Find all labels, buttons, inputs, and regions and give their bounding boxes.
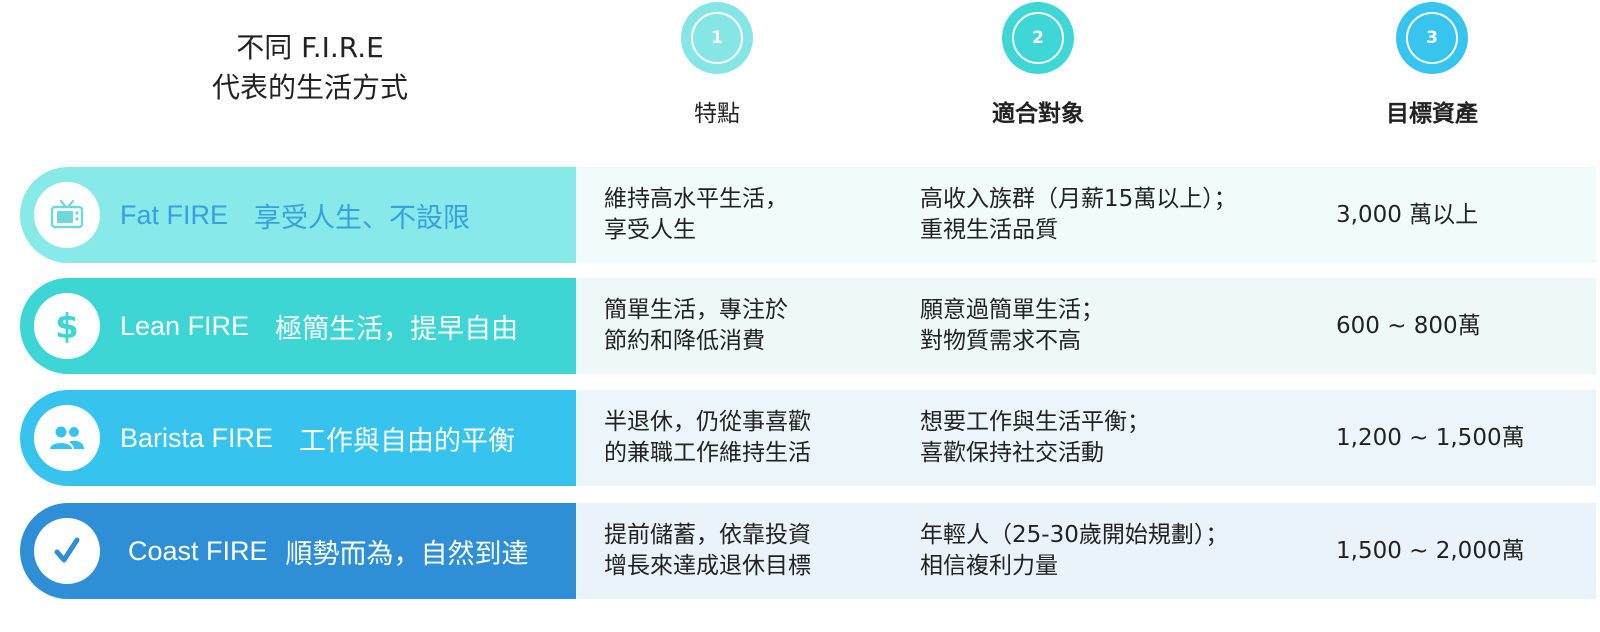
features-cell: 提前儲蓄，依靠投資 增長來達成退休目標 [604,503,904,599]
tv-icon [50,199,84,229]
features-line: 享受人生 [604,217,696,243]
fire-type-tagline: 享受人生、不設限 [254,202,471,233]
column-label-audience: 適合對象 [992,101,1084,127]
fire-detail-cells: 簡單生活，專注於 節約和降低消費 願意過簡單生活； 對物質需求不高 600 ~ … [576,278,1596,374]
step-circle-2: 2 [1002,2,1074,74]
features-line: 的兼職工作維持生活 [604,440,811,466]
fire-detail-cells: 半退休，仍從事喜歡 的兼職工作維持生活 想要工作與生活平衡； 喜歡保持社交活動 … [576,390,1596,486]
audience-line: 喜歡保持社交活動 [920,440,1104,466]
target-assets-cell: 1,500 ~ 2,000萬 [1336,503,1576,599]
target-assets-value: 1,200 ~ 1,500萬 [1336,424,1525,451]
fire-detail-cells: 提前儲蓄，依靠投資 增長來達成退休目標 年輕人（25-30歲開始規劃）； 相信複… [576,503,1596,599]
fire-row-barista: Barista FIRE 工作與自由的平衡 半退休，仍從事喜歡 的兼職工作維持生… [20,390,1596,486]
column-header-audience: 2 適合對象 [938,0,1138,128]
column-label-features: 特點 [694,101,740,127]
fire-type-band: Coast FIRE 順勢而為，自然到達 [20,503,576,599]
fire-type-tagline: 工作與自由的平衡 [299,425,516,456]
icon-badge: $ [34,293,100,359]
features-cell: 半退休，仍從事喜歡 的兼職工作維持生活 [604,390,904,486]
target-assets-cell: 600 ~ 800萬 [1336,278,1576,374]
step-circle-3: 3 [1396,2,1468,74]
features-line: 維持高水平生活， [604,186,788,212]
people-icon [50,426,84,449]
icon-badge [34,182,100,248]
svg-text:$: $ [55,307,79,346]
fire-row-coast: Coast FIRE 順勢而為，自然到達 提前儲蓄，依靠投資 增長來達成退休目標… [20,503,1596,599]
icon-badge [34,405,100,471]
step-number-1: 1 [691,12,743,64]
audience-cell: 年輕人（25-30歲開始規劃）； 相信複利力量 [920,503,1320,599]
audience-line: 願意過簡單生活； [920,297,1104,323]
features-line: 增長來達成退休目標 [604,553,811,579]
icon-badge [34,518,100,584]
features-cell: 維持高水平生活， 享受人生 [604,167,904,263]
title-line-1: 不同 F.I.R.E [236,31,384,64]
column-header-target-assets: 3 目標資產 [1332,0,1532,128]
features-line: 半退休，仍從事喜歡 [604,409,811,435]
target-assets-cell: 1,200 ~ 1,500萬 [1336,390,1576,486]
features-line: 節約和降低消費 [604,328,765,354]
fire-type-tagline: 極簡生活，提早自由 [275,313,519,344]
audience-line: 對物質需求不高 [920,328,1081,354]
fire-type-band: Barista FIRE 工作與自由的平衡 [20,390,576,486]
title-line-2: 代表的生活方式 [211,71,408,104]
audience-cell: 願意過簡單生活； 對物質需求不高 [920,278,1320,374]
fire-type-name: Barista FIRE [120,422,274,453]
step-circle-1: 1 [681,2,753,74]
step-number-2: 2 [1012,12,1064,64]
check-icon [54,537,80,563]
fire-row-fat: Fat FIRE 享受人生、不設限 維持高水平生活， 享受人生 高收入族群（月薪… [20,167,1596,263]
diagram-title: 不同 F.I.R.E 代表的生活方式 [170,28,450,108]
audience-line: 想要工作與生活平衡； [920,409,1150,435]
column-header-features: 1 特點 [617,0,817,128]
audience-line: 重視生活品質 [920,217,1058,243]
audience-line: 年輕人（25-30歲開始規劃）； [920,522,1229,548]
step-number-3: 3 [1406,12,1458,64]
target-assets-cell: 3,000 萬以上 [1336,167,1576,263]
target-assets-value: 1,500 ~ 2,000萬 [1336,537,1525,564]
fire-type-name: Lean FIRE [120,310,250,341]
features-line: 提前儲蓄，依靠投資 [604,522,811,548]
target-assets-value: 3,000 萬以上 [1336,201,1479,228]
fire-row-lean: $ Lean FIRE 極簡生活，提早自由 簡單生活，專注於 節約和降低消費 願… [20,278,1596,374]
audience-line: 高收入族群（月薪15萬以上）； [920,186,1237,212]
fire-type-name: Fat FIRE [120,199,229,230]
fire-type-band: Fat FIRE 享受人生、不設限 [20,167,576,263]
fire-detail-cells: 維持高水平生活， 享受人生 高收入族群（月薪15萬以上）； 重視生活品質 3,0… [576,167,1596,263]
features-line: 簡單生活，專注於 [604,297,788,323]
audience-cell: 想要工作與生活平衡； 喜歡保持社交活動 [920,390,1320,486]
features-cell: 簡單生活，專注於 節約和降低消費 [604,278,904,374]
column-label-target-assets: 目標資產 [1386,101,1478,127]
fire-type-name: Coast FIRE [128,535,268,566]
dollar-icon: $ [55,307,79,346]
fire-type-tagline: 順勢而為，自然到達 [285,538,529,569]
audience-line: 相信複利力量 [920,553,1058,579]
audience-cell: 高收入族群（月薪15萬以上）； 重視生活品質 [920,167,1320,263]
fire-type-band: $ Lean FIRE 極簡生活，提早自由 [20,278,576,374]
target-assets-value: 600 ~ 800萬 [1336,312,1481,339]
